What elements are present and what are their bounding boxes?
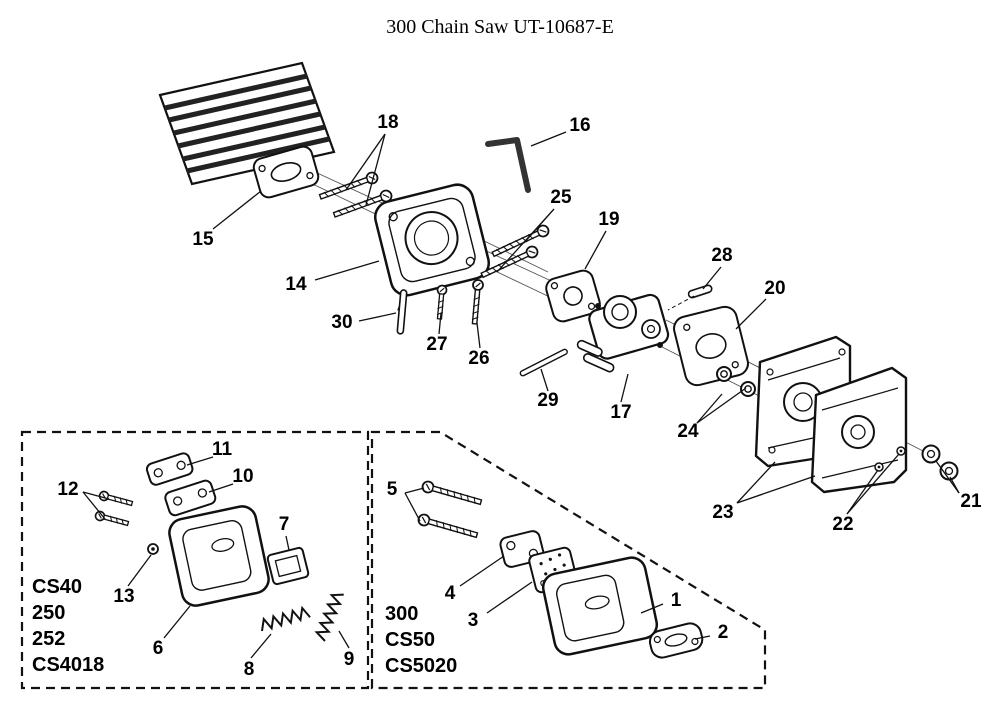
page-title: 300 Chain Saw UT-10687-E [386, 16, 614, 38]
right-variant-box-outline [370, 430, 767, 690]
part-9-spring [313, 589, 345, 642]
left-variant-box-outline [20, 430, 370, 690]
model-label: CS4018 [32, 654, 105, 676]
part-26-screw [468, 278, 485, 326]
part-22-filter-cover [810, 366, 908, 494]
part-1-muffler [541, 556, 659, 656]
part-11-bracket [145, 452, 194, 486]
part-29-rod [519, 348, 568, 377]
model-label: 250 [32, 602, 66, 624]
part-16-wrench [485, 137, 531, 193]
model-label: 300 [385, 603, 419, 625]
part-7-plate [266, 546, 310, 586]
part-13-washer [147, 543, 159, 555]
model-label: CS50 [385, 629, 436, 651]
part-8-spring [257, 605, 312, 632]
part-17-carburetor [576, 293, 670, 373]
part-30-pin [396, 289, 408, 335]
right-model-list: 300 CS50 CS5020 [385, 601, 457, 679]
model-label: 252 [32, 628, 66, 650]
part-20-gasket [673, 305, 749, 387]
part-21-knobs [921, 444, 959, 481]
part-10-gasket [164, 479, 217, 517]
part-15-gasket [252, 145, 320, 199]
model-label: CS5020 [385, 655, 458, 677]
part-28-pin [667, 284, 713, 311]
part-2-gasket [648, 622, 704, 659]
leader-lines [82, 131, 960, 659]
model-label: CS40 [32, 576, 83, 598]
part-5-screws [416, 479, 484, 542]
left-model-list: CS40 250 252 CS4018 [32, 574, 104, 678]
part-19-gasket [545, 269, 601, 323]
part-6-muffler [168, 505, 270, 607]
